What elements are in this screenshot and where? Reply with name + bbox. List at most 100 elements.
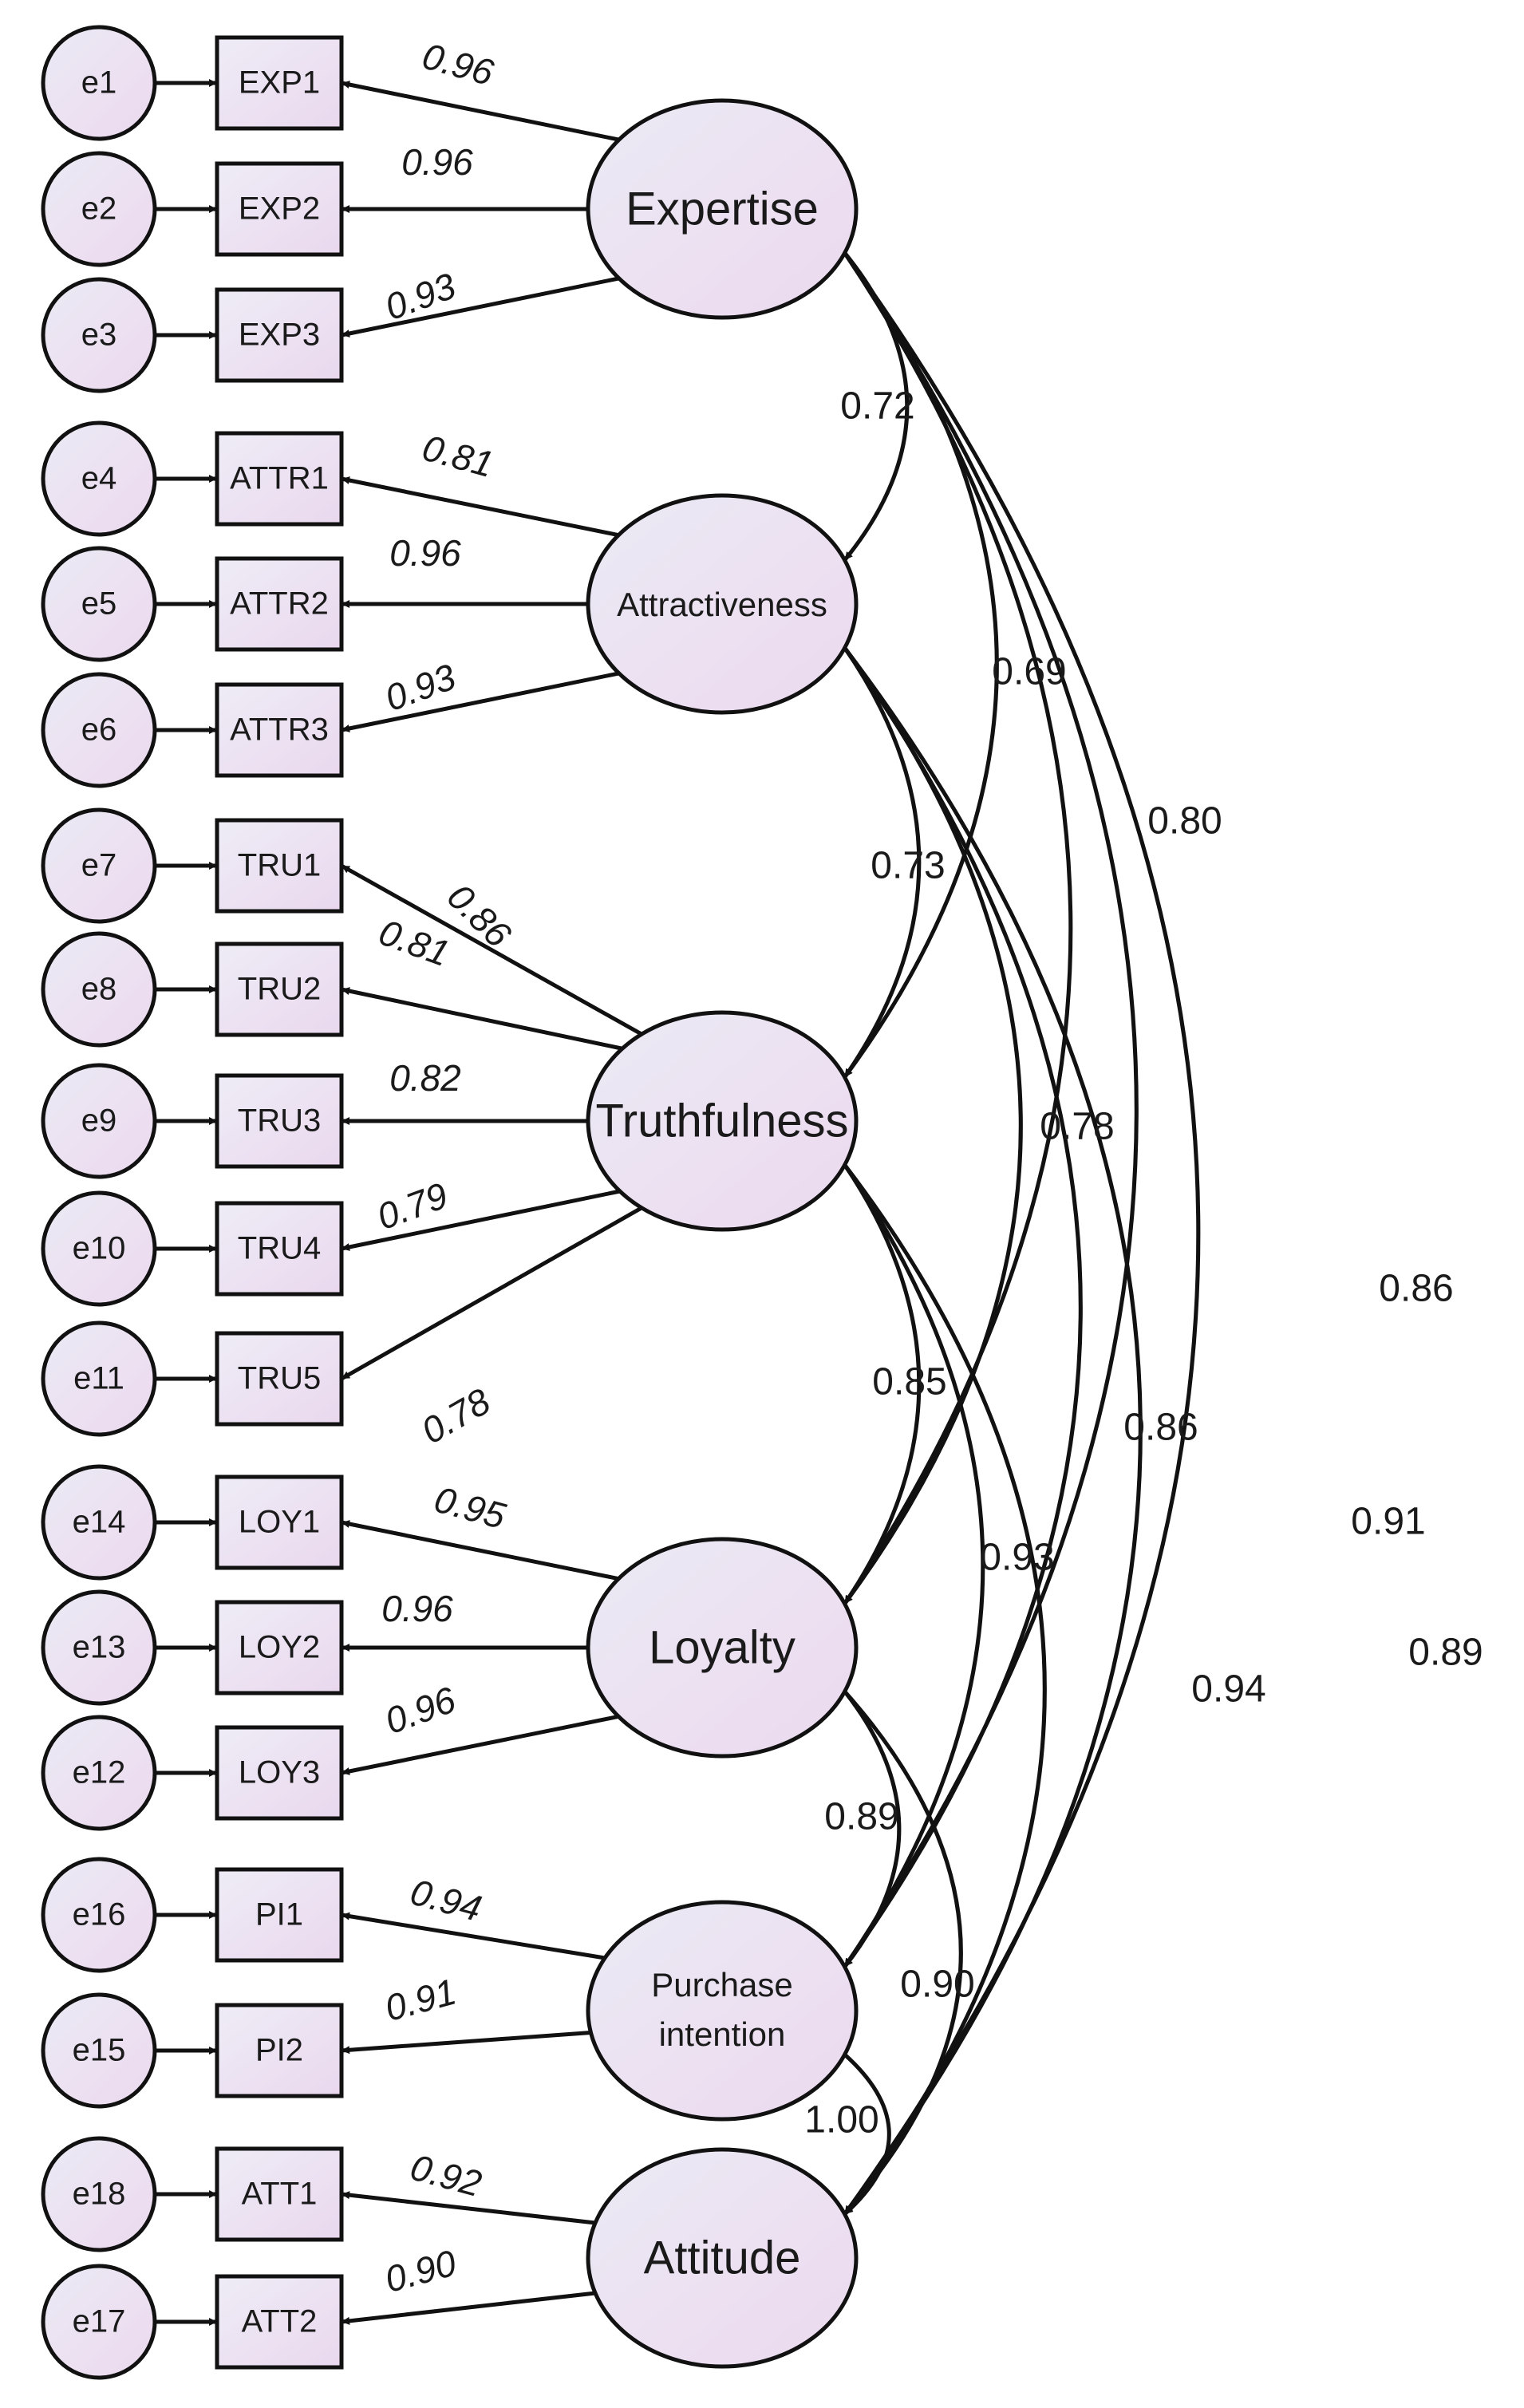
latent-att-ellipse: [586, 2147, 859, 2369]
correlation-label-tru-att: 0.93: [980, 1537, 1054, 1579]
indicator-box: [215, 1725, 344, 1821]
indicator-label: TRU4: [238, 1231, 321, 1266]
indicator-label: EXP1: [239, 65, 320, 101]
indicator-box: [215, 431, 344, 527]
loading-path: [340, 863, 643, 1036]
correlation-label-tru-pi: 0.86: [1123, 1407, 1198, 1449]
indicator-label: TRU1: [238, 848, 321, 883]
correlation-arc-tru-loy: [836, 1155, 922, 1605]
indicator-box: [215, 2274, 344, 2370]
loading-path: [341, 476, 619, 538]
loading-label: 0.81: [418, 427, 498, 485]
indicator-label: EXP2: [239, 191, 320, 227]
latent-pi-ellipse: [586, 1900, 859, 2122]
latent-exp-ellipse: [586, 98, 859, 320]
loading-label: 0.96: [418, 35, 498, 94]
indicator-label: TRU2: [238, 972, 321, 1007]
indicator-label: TRU5: [238, 1361, 321, 1396]
correlation-arc-tru-att: [836, 1156, 1047, 2216]
loading-path: [341, 1912, 606, 1960]
indicator-box: [215, 1474, 344, 1570]
error-term-circle: [41, 1589, 157, 1706]
indicator-label: ATTR2: [230, 586, 329, 622]
correlation-label-tru-loy: 0.85: [872, 1361, 946, 1403]
error-term-label: e12: [73, 1755, 126, 1790]
correlation-label-attr-loy: 0.78: [1040, 1106, 1114, 1148]
indicator-box: [215, 1331, 344, 1427]
correlation-label-pi-att: 1.00: [804, 2099, 878, 2142]
error-term-label: e4: [81, 461, 117, 496]
indicator-box: [215, 1201, 344, 1297]
loading-label: 0.90: [381, 2241, 460, 2300]
error-term-circle: [41, 546, 157, 662]
error-term-label: e10: [73, 1231, 126, 1266]
correlation-arc-loy-att: [836, 1683, 963, 2216]
correlation-label-exp-attr: 0.72: [840, 385, 914, 428]
error-term-circle: [41, 1857, 157, 1973]
loading-label: 0.96: [401, 141, 473, 183]
error-term-label: e6: [81, 713, 117, 748]
error-term-label: e1: [81, 65, 117, 101]
error-term-label: e2: [81, 191, 117, 227]
indicator-label: PI1: [255, 1897, 303, 1932]
indicator-box: [215, 1600, 344, 1695]
loading-label: 0.82: [389, 1057, 461, 1099]
error-term-circle: [41, 931, 157, 1048]
loading-label: 0.94: [406, 1871, 486, 1929]
error-term-label: e8: [81, 972, 117, 1007]
path-arrows: [155, 79, 643, 2326]
indicator-box: [215, 818, 344, 914]
indicator-label: LOY3: [239, 1755, 320, 1790]
loading-path: [341, 2291, 596, 2325]
error-term-circle: [41, 151, 157, 267]
error-term-label: e3: [81, 318, 117, 353]
indicator-label: LOY2: [239, 1630, 320, 1665]
error-term-label: e16: [73, 1897, 126, 1932]
latent-loy-label: Loyalty: [649, 1621, 796, 1673]
loading-path: [341, 1714, 619, 1775]
error-term-circle: [41, 25, 157, 141]
loading-path: [341, 671, 620, 732]
loading-path: [340, 1206, 643, 1381]
correlation-label-exp-tru: 0.69: [992, 651, 1066, 693]
indicator-box: [215, 682, 344, 778]
loading-path: [341, 81, 620, 142]
indicator-label: TRU3: [238, 1103, 321, 1139]
error-term-circle: [41, 1992, 157, 2109]
correlation-label-loy-att: 0.90: [900, 1964, 974, 2006]
correlation-label-exp-loy: 0.80: [1147, 800, 1222, 843]
latent-attr-label: Attractiveness: [617, 586, 827, 623]
error-term-circle: [41, 1464, 157, 1581]
correlation-label-exp-att: 0.89: [1408, 1632, 1483, 1674]
correlation-arcs: [835, 243, 1201, 2216]
error-term-label: e18: [73, 2177, 126, 2212]
indicator-label: ATTR1: [230, 461, 329, 496]
correlation-arc-attr-tru: [836, 638, 922, 1079]
correlation-arc-attr-pi: [836, 638, 1083, 1968]
error-term-label: e15: [73, 2033, 126, 2068]
indicator-box: [215, 2146, 344, 2242]
loading-path: [341, 1189, 621, 1251]
error-term-label: e11: [73, 1361, 124, 1396]
error-term-label: e17: [73, 2304, 126, 2339]
error-term-circle: [41, 2264, 157, 2380]
loading-path: [341, 276, 620, 338]
latent-loy-ellipse: [586, 1537, 859, 1759]
correlation-arc-attr-loy: [836, 638, 1023, 1605]
indicator-box: [215, 556, 344, 652]
correlation-label-attr-att: 0.94: [1191, 1668, 1265, 1711]
error-term-label: e9: [81, 1103, 117, 1139]
error-term-circle: [41, 672, 157, 788]
loading-path: [341, 2191, 596, 2225]
loading-label: 0.91: [381, 1971, 460, 2029]
indicator-box: [215, 287, 344, 383]
correlation-label-loy-pi: 0.89: [824, 1796, 898, 1838]
indicator-box: [215, 161, 344, 257]
error-term-circle: [41, 1063, 157, 1179]
error-term-label: e5: [81, 586, 117, 622]
loading-path: [341, 987, 623, 1051]
error-term-label: e7: [81, 848, 117, 883]
error-term-label: e14: [73, 1505, 126, 1540]
